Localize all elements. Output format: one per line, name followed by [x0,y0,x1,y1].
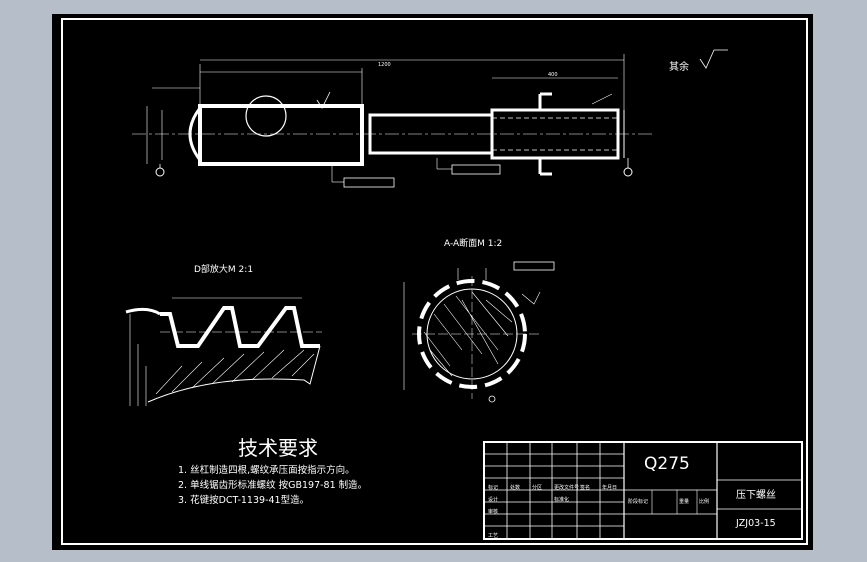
requirement-item: 2. 单线锯齿形标准螺纹 按GB197-81 制造。 [178,480,368,491]
requirement-item: 1. 丝杠制造四根,螺纹承压面按指示方向。 [178,465,355,476]
tb-label: 重量 [679,499,690,505]
section-view [403,261,555,403]
part-name: 压下螺丝 [736,490,776,501]
tb-label: 处数 [510,485,521,491]
tb-label: 比例 [699,499,710,505]
requirements-title: 技术要求 [238,436,318,460]
tb-label: 阶段标记 [628,499,649,505]
cad-drawing [61,18,808,545]
drawing-number: JZJ03-15 [736,518,776,529]
tb-label: 分区 [532,485,543,491]
title-block [483,441,803,540]
tb-label: 审核 [488,509,499,515]
detail-view [125,297,322,406]
requirement-item: 3. 花键按DCT-1139-41型造。 [178,495,310,506]
section-title: A-A断面M 1:2 [444,239,503,249]
spline-length-dim: 400 [548,72,558,78]
tb-label: 标准化 [554,497,570,503]
total-length-dim: 1200 [378,62,391,68]
finish-note: 其余 [669,62,689,73]
tb-label: 标记 [488,485,499,491]
tb-label: 工艺 [488,533,499,539]
tb-label: 签名 [580,485,591,491]
tb-label: 设计 [488,497,499,503]
detail-title: D部放大M 2:1 [194,265,254,275]
material-label: Q275 [644,454,690,474]
tb-label: 年月日 [602,485,618,491]
main-view [132,49,728,188]
drawing-sheet: 其余 1200 400 A-A断面M 1:2 D部放大M 2:1 技术要求 1.… [52,14,813,550]
tb-label: 更改文件号 [554,485,580,491]
inner-border [61,18,808,545]
